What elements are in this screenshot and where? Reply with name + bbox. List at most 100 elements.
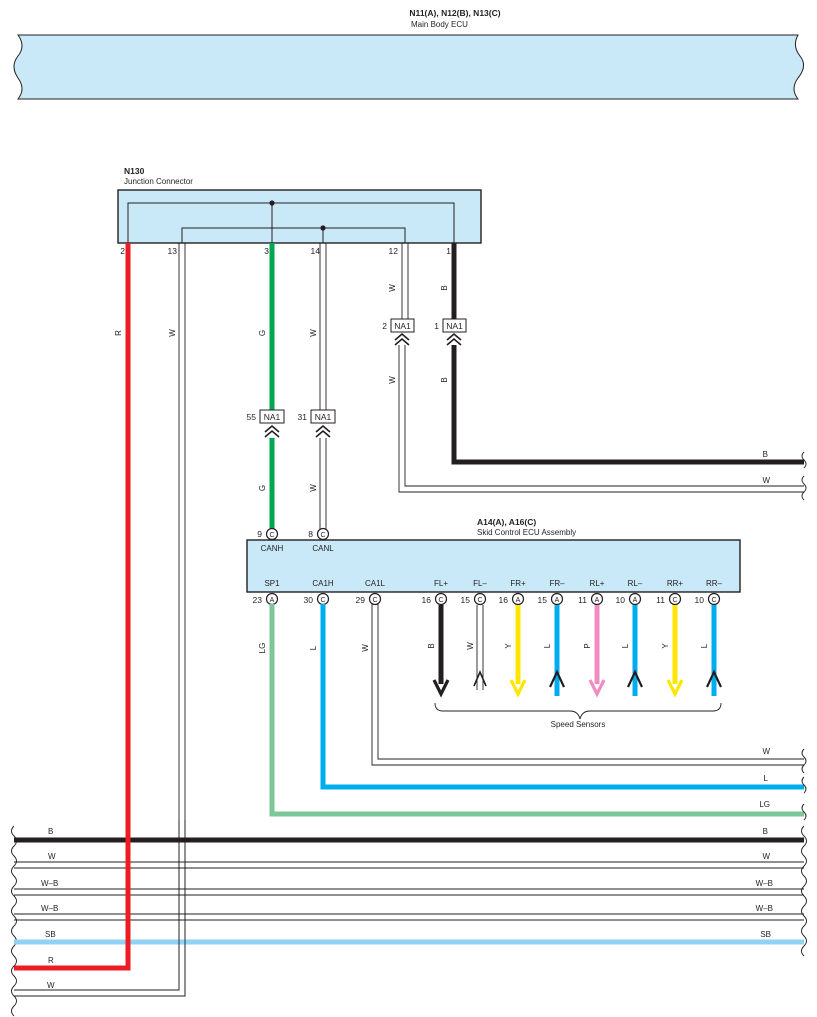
junction-pin-1: 1 [446,246,451,256]
skid-pin-number: 11 [656,595,665,605]
pin-circle [434,592,448,606]
bottom-bus-break-left [11,825,17,1017]
wire-label-y: Y [504,643,513,649]
junction-box [117,189,482,244]
skid-pin-number: 10 [616,595,626,605]
bus-label-wb-right: W–B [756,904,773,913]
svg-text:2: 2 [382,321,387,331]
pin-circle [590,592,604,606]
svg-text:NA1: NA1 [315,412,332,422]
wire-label-lg: LG [258,643,267,654]
wire-white-w-left-overlay [178,820,186,996]
skid-pin-number: 23 [253,595,263,605]
wire-label-l: L [700,643,709,648]
na1-connector-2: NA1 2 [382,318,415,346]
wire-label-b: B [440,285,449,290]
pin-connector-letter: C [711,597,716,604]
bus-label-wb-left: W–B [41,879,58,888]
skid-pin-name: FR+ [510,579,526,588]
skid-top-pin-9: 9 C [257,527,279,541]
bus-label-w-right: W [762,852,770,861]
skid-pin-number: 29 [356,595,366,605]
main-ecu-name: Main Body ECU [411,20,468,29]
svg-text:55: 55 [247,412,257,422]
speed-sensor-wire-FR–: L [543,605,565,696]
pin-connector-letter: C [672,597,677,604]
pin-circle [550,592,564,606]
bottom-bus-break-right [801,825,807,957]
speed-sensor-wire-RL+: P [583,605,606,698]
wire-label-w: W [309,484,318,492]
wire-break-marks-mid [801,748,807,821]
skid-pin-number: 30 [304,595,314,605]
skid-bottom-pin-10: RR+11 C [656,579,684,606]
svg-text:31: 31 [298,412,308,422]
na1-connector-1: NA1 1 [434,318,467,346]
skid-pin-name: FL+ [434,579,448,588]
skid-bottom-pin-11: RR–10 C [695,579,723,606]
wire-label-r: R [114,330,123,336]
junction-pin-3: 3 [264,246,269,256]
svg-text:NA1: NA1 [446,321,463,331]
wire-label-g: G [258,485,267,491]
wire-label-y: Y [661,643,670,649]
splice-dot-1 [269,200,275,206]
skid-pin-number: 10 [695,595,705,605]
speed-sensor-brace [434,702,722,720]
svg-text:C: C [269,532,274,539]
skid-top-pin-8: 8 C [308,527,330,541]
wire-label-p: P [583,643,592,648]
wire-label-lg: LG [759,800,770,809]
svg-text:1: 1 [434,321,439,331]
skid-pin-name: CA1L [365,579,386,588]
pin-circle [628,592,642,606]
skid-pin-number: 11 [578,595,587,605]
wire-blue-l [320,604,804,790]
speed-sensor-wire-FL–: W [466,605,487,690]
wire-red-r [14,243,131,971]
skid-pin-name: RL– [628,579,643,588]
wire-label-l: L [764,774,769,783]
svg-text:C: C [320,532,325,539]
speed-sensors-label: Speed Sensors [551,720,606,729]
wire-label-w: W [762,747,770,756]
main-ecu-box [13,34,804,100]
skid-pin-name: CA1H [312,579,334,588]
skid-pin-name: RL+ [590,579,605,588]
pin-circle [668,592,682,606]
skid-ecu-name: Skid Control ECU Assembly [477,528,576,537]
skid-pin-number: 16 [499,595,509,605]
wire-white-w-left [14,243,186,997]
wire-label-b: B [427,643,436,648]
pin-connector-letter: C [438,597,443,604]
wire-label-l: L [309,645,318,650]
pin-connector-letter: C [477,597,482,604]
svg-text:8: 8 [308,529,313,539]
speed-sensor-wire-FL+: B [427,605,450,698]
skid-pin-number: 16 [422,595,432,605]
skid-pin-name: RR– [706,579,723,588]
main-ecu-code: N11(A), N12(B), N13(C) [409,8,500,18]
speed-sensor-wire-FR+: Y [504,605,527,698]
skid-pin-name: SP1 [264,579,280,588]
wire-white-w-canl [319,243,327,530]
skid-pin-name: RR+ [667,579,684,588]
bus-label-b-right: B [763,827,768,836]
bus-label-b-left: B [48,827,53,836]
junction-pin-12: 12 [389,246,399,256]
bus-label-w-left: W [47,981,55,990]
na1-connector-31: NA1 31 [298,409,336,438]
wire-label-l: L [543,643,552,648]
skid-ecu-code: A14(A), A16(C) [477,517,536,527]
wire-label-w: W [388,376,397,384]
skid-pin-name-canh: CANH [261,544,284,553]
pin-circle [707,592,721,606]
wire-label-w: W [309,329,318,337]
skid-pin-name-canl: CANL [312,544,334,553]
wire-white-w-ca1l [371,604,804,766]
wire-white-w-right [398,243,804,493]
